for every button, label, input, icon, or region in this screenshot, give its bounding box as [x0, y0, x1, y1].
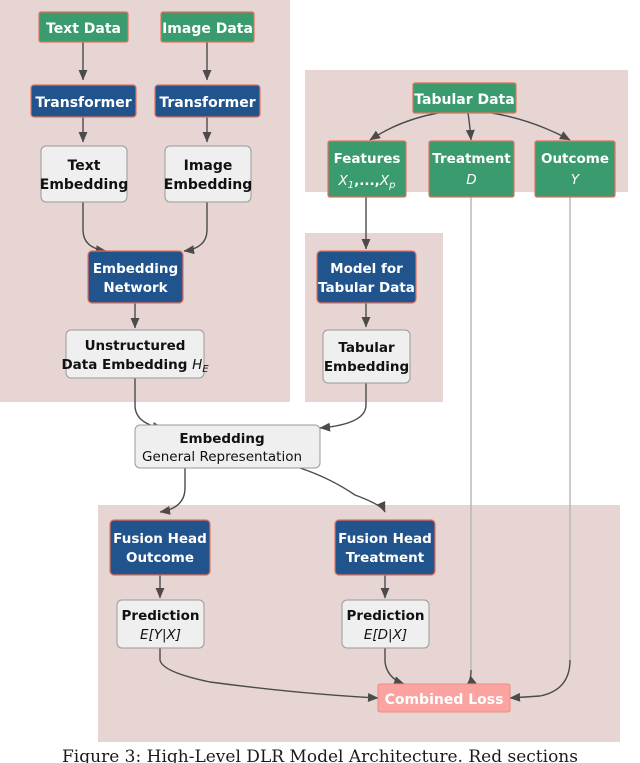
edge-prediction-outcome-to-loss: [159, 648, 379, 702]
node-embedding-network-line1: Embedding: [93, 261, 178, 277]
figure-caption: Figure 3: High-Level DLR Model Architect…: [62, 747, 578, 763]
node-text-embedding[interactable]: Text Embedding: [40, 145, 129, 203]
node-treatment-symbol: D: [466, 172, 476, 188]
edge-tabular-embedding-to-general: [319, 383, 367, 432]
edge-image-embedding-to-network: [183, 202, 208, 255]
node-tabular-embedding-line1: Tabular: [338, 340, 395, 356]
node-prediction-outcome[interactable]: Prediction E[Y|X]: [116, 599, 205, 649]
node-features-symbols: X1,...,Xp: [338, 173, 396, 191]
node-outcome-symbol: Y: [571, 172, 581, 188]
edge-text-embedding-to-network: [82, 202, 107, 255]
node-features[interactable]: Features X1,...,Xp: [327, 140, 407, 198]
node-unstructured-embedding-line1: Unstructured: [85, 338, 186, 354]
node-tabular-data-label: Tabular Data: [414, 92, 514, 108]
node-text-data[interactable]: Text Data: [38, 11, 129, 43]
node-fusion-head-treatment-line1: Fusion Head: [338, 531, 432, 547]
node-unstructured-embedding-line2: Data Embedding HE: [61, 357, 209, 375]
node-fusion-head-outcome[interactable]: Fusion Head Outcome: [109, 519, 211, 576]
edge-prediction-treatment-to-loss: [384, 648, 405, 685]
edge-layer: [78, 42, 571, 702]
node-prediction-treatment-line1: Prediction: [347, 608, 425, 624]
node-treatment-line1: Treatment: [432, 151, 511, 167]
node-embedding-general[interactable]: Embedding General Representation: [134, 424, 321, 469]
node-model-tabular-line2: Tabular Data: [318, 280, 415, 296]
node-outcome-line1: Outcome: [541, 151, 609, 167]
node-model-tabular-line1: Model for: [330, 261, 403, 277]
node-fusion-head-outcome-line2: Outcome: [126, 550, 194, 566]
edge-tabular-to-features: [369, 112, 439, 141]
node-image-embedding[interactable]: Image Embedding: [164, 145, 253, 203]
node-combined-loss[interactable]: Combined Loss: [377, 683, 511, 713]
node-fusion-head-treatment[interactable]: Fusion Head Treatment: [334, 519, 436, 576]
node-embedding-network[interactable]: Embedding Network: [87, 250, 184, 304]
node-prediction-outcome-line1: Prediction: [122, 608, 200, 624]
edge-general-to-fusion-outcome: [159, 468, 186, 515]
node-treatment[interactable]: Treatment D: [428, 140, 515, 198]
edge-outcome-to-loss-head: [509, 659, 571, 702]
node-prediction-outcome-formula: E[Y|X]: [140, 627, 181, 643]
node-image-data[interactable]: Image Data: [160, 11, 255, 43]
node-embedding-network-line2: Network: [103, 280, 168, 296]
node-tabular-data[interactable]: Tabular Data: [412, 82, 517, 114]
edge-tabular-to-outcome: [491, 112, 571, 141]
node-image-data-label: Image Data: [162, 21, 253, 37]
node-prediction-treatment[interactable]: Prediction E[D|X]: [341, 599, 430, 649]
node-fusion-head-outcome-line1: Fusion Head: [113, 531, 207, 547]
node-image-embedding-line1: Image: [184, 158, 233, 174]
edge-tabular-to-treatment: [465, 112, 475, 141]
node-embedding-general-line1: Embedding: [179, 431, 264, 447]
node-combined-loss-label: Combined Loss: [385, 692, 504, 708]
node-text-embedding-line1: Text: [68, 158, 101, 174]
node-transformer-image[interactable]: Transformer: [154, 84, 261, 118]
node-tabular-embedding[interactable]: Tabular Embedding: [322, 329, 411, 384]
node-transformer-text-label: Transformer: [35, 95, 131, 111]
node-features-line1: Features: [334, 151, 401, 167]
node-transformer-image-label: Transformer: [159, 95, 255, 111]
node-outcome[interactable]: Outcome Y: [534, 140, 616, 198]
node-prediction-treatment-formula: E[D|X]: [364, 627, 407, 643]
node-model-tabular[interactable]: Model for Tabular Data: [316, 250, 417, 304]
node-unstructured-embedding[interactable]: Unstructured Data Embedding HE: [61, 329, 209, 379]
node-transformer-text[interactable]: Transformer: [30, 84, 137, 118]
node-text-data-label: Text Data: [46, 21, 121, 37]
node-fusion-head-treatment-line2: Treatment: [346, 550, 425, 566]
node-text-embedding-line2: Embedding: [40, 177, 129, 193]
node-tabular-embedding-line2: Embedding: [324, 359, 409, 375]
node-image-embedding-line2: Embedding: [164, 177, 253, 193]
node-embedding-general-line2: General Representation: [142, 449, 302, 465]
edge-general-to-fusion-treatment: [299, 467, 386, 513]
